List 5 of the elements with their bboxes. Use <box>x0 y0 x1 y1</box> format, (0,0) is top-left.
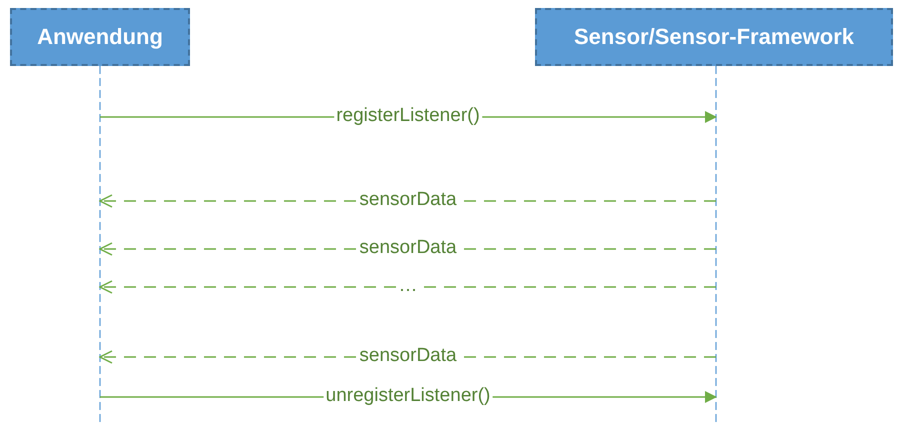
message-label: unregisterListener() <box>324 384 492 407</box>
participant-box: Sensor/Sensor-Framework <box>535 8 893 66</box>
participant-box: Anwendung <box>10 8 190 66</box>
message-label: registerListener() <box>334 104 482 127</box>
return-arrow <box>99 280 716 294</box>
